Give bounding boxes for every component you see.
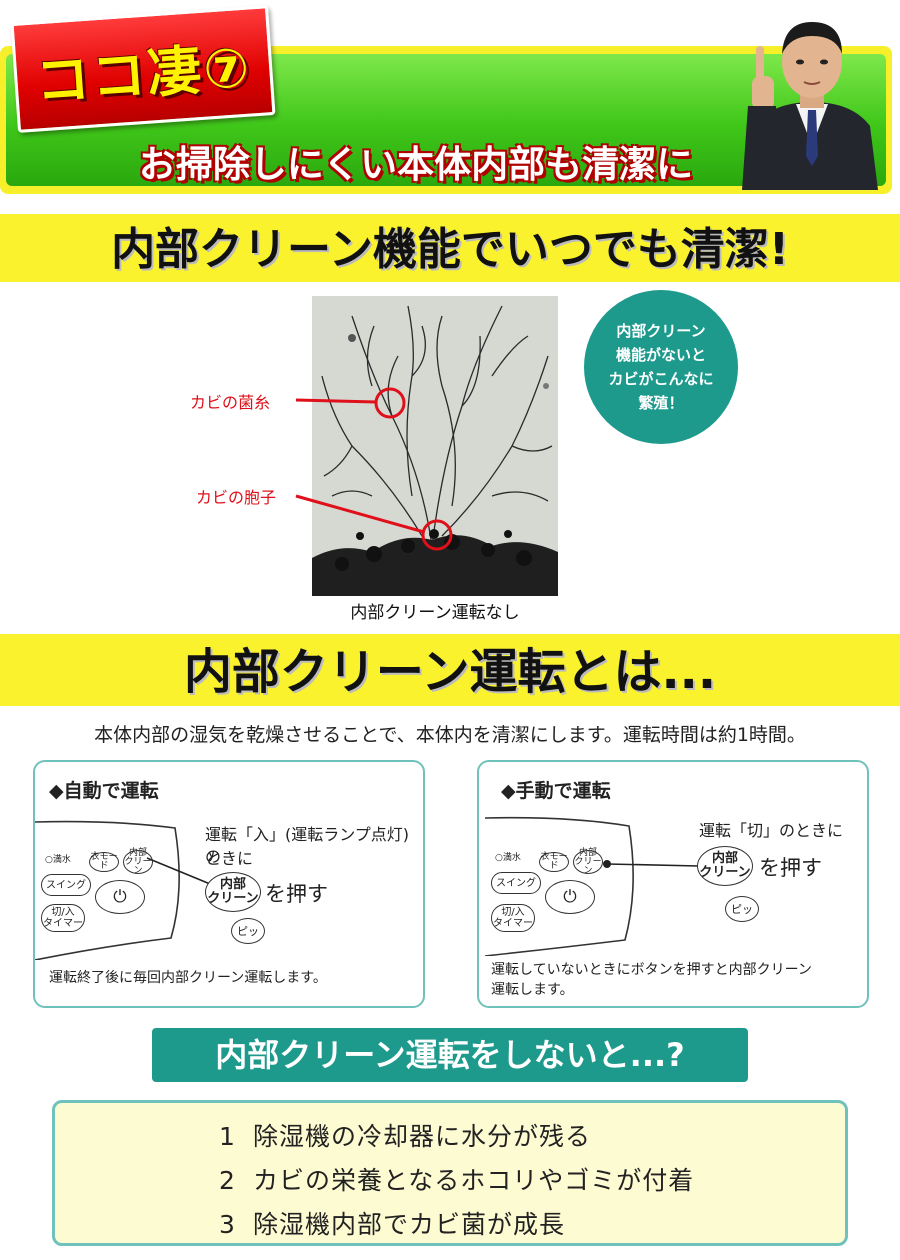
power-button[interactable]: ⏻ <box>95 880 145 914</box>
swing-button[interactable]: スイング <box>41 874 91 896</box>
auto-operation-title: ◆自動で運転 <box>49 780 159 802</box>
presenter-photo <box>742 22 878 190</box>
clean-large-label: 内部クリーン <box>207 877 259 906</box>
clean-large-label: 内部クリーン <box>699 851 751 880</box>
no-clean-banner: 内部クリーン運転をしないと...? <box>152 1028 748 1082</box>
mold-photo-caption: 内部クリーン運転なし <box>350 603 520 623</box>
section-title-clean-function: 内部クリーン機能でいつでも清潔! <box>111 224 789 275</box>
clean-button-large[interactable]: 内部クリーン <box>205 872 261 912</box>
callout-line: 内部クリーン <box>616 322 706 340</box>
manual-desc-line1: 運転「切」のときに <box>699 821 844 840</box>
clean-button-large[interactable]: 内部クリーン <box>697 846 753 886</box>
auto-operation-box: ◆自動で運転 ○満水 スイング 切/入タイマー 衣モード 内部クリーン ⏻ 運転… <box>33 760 425 1008</box>
callout-line: 機能がないと <box>615 346 706 364</box>
list-item: 3 除湿機内部でカビ菌が成長 <box>219 1205 565 1241</box>
mold-label-hyphae: カビの菌糸 <box>190 393 271 412</box>
power-button[interactable]: ⏻ <box>545 880 595 914</box>
header-subtitle: お掃除しにくい本体内部も清潔に <box>138 143 694 186</box>
auto-press-text: を押す <box>265 882 328 906</box>
callout-line: カビがこんなに <box>608 370 714 388</box>
auto-note: 運転終了後に毎回内部クリーン運転します。 <box>49 970 327 986</box>
list-item-number: 2 <box>219 1166 236 1195</box>
drain-indicator: ○満水 <box>45 855 71 865</box>
beep-bubble: ピッ <box>231 918 265 944</box>
timer-button[interactable]: 切/入タイマー <box>491 904 535 932</box>
list-item-number: 3 <box>219 1210 236 1239</box>
header-badge: ココ凄⑦ <box>10 5 276 133</box>
clean-button-small[interactable]: 内部クリーン <box>123 847 153 876</box>
mode-button[interactable]: 衣モード <box>89 852 119 872</box>
clean-operation-intro: 本体内部の湿気を乾燥させることで、本体内を清潔にします。運転時間は約1時間。 <box>94 724 806 746</box>
clean-button-small[interactable]: 内部クリーン <box>573 847 603 876</box>
clean-small-label: 内部クリーン <box>124 847 152 876</box>
list-item-number: 1 <box>219 1122 236 1151</box>
mold-photo <box>312 296 558 596</box>
header-badge-text: ココ凄⑦ <box>33 35 254 113</box>
list-item: 2 カビの栄養となるホコリやゴミが付着 <box>219 1161 694 1197</box>
auto-desc-line2: ときに <box>205 849 254 868</box>
section-title-clean-operation: 内部クリーン運転とは... <box>183 644 717 700</box>
beep-bubble: ピッ <box>725 896 759 922</box>
list-item: 1 除湿機の冷却器に水分が残る <box>219 1117 591 1153</box>
timer-button[interactable]: 切/入タイマー <box>41 904 85 932</box>
section-band-clean-operation <box>0 634 900 706</box>
panel-outline <box>484 816 634 956</box>
mold-label-spore: カビの胞子 <box>196 488 277 507</box>
consequence-list: 1 除湿機の冷却器に水分が残る 2 カビの栄養となるホコリやゴミが付着 3 除湿機内部… <box>52 1100 848 1246</box>
section-band-clean-function <box>0 214 900 282</box>
list-item-text: 除湿機内部でカビ菌が成長 <box>253 1210 566 1239</box>
mode-button[interactable]: 衣モード <box>539 852 569 872</box>
auto-desc-line1: 運転「入」(運転ランプ点灯)の <box>205 825 410 866</box>
manual-note-line2: 運転します。 <box>491 982 574 998</box>
manual-operation-box: ◆手動で運転 ○満水 スイング 切/入タイマー 衣モード 内部クリーン ⏻ 運転… <box>477 760 869 1008</box>
timer-label: 切/入タイマー <box>493 907 533 929</box>
list-item-text: 除湿機の冷却器に水分が残る <box>253 1122 592 1151</box>
manual-press-text: を押す <box>759 856 822 880</box>
manual-pointer-line <box>603 860 700 868</box>
timer-label: 切/入タイマー <box>43 907 83 929</box>
swing-button[interactable]: スイング <box>491 872 541 894</box>
manual-note-line1: 運転していないときにボタンを押すと内部クリーン <box>491 962 812 978</box>
mold-callout-circle: 内部クリーン 機能がないと カビがこんなに 繁殖！ <box>584 290 738 444</box>
drain-indicator: ○満水 <box>495 853 521 863</box>
manual-operation-title: ◆手動で運転 <box>501 780 611 802</box>
clean-small-label: 内部クリーン <box>574 847 602 876</box>
callout-line: 繁殖！ <box>638 394 684 412</box>
panel-outline <box>35 820 180 960</box>
list-item-text: カビの栄養となるホコリやゴミが付着 <box>253 1166 695 1195</box>
